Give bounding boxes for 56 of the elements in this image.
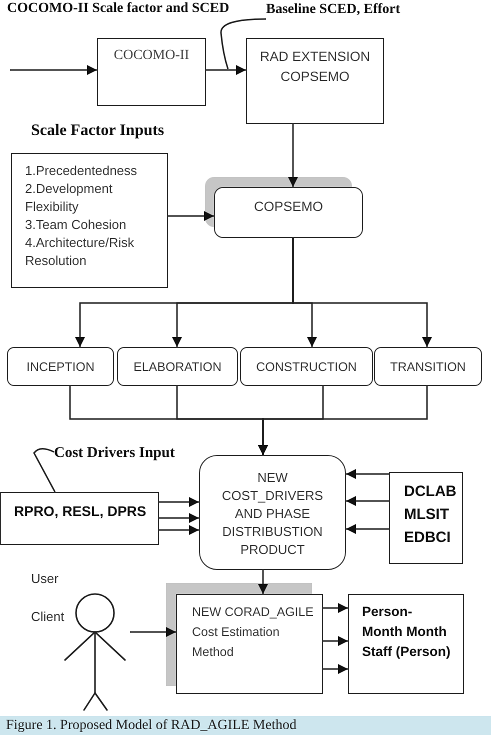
phase-box xyxy=(117,347,238,386)
role-label: Client xyxy=(31,609,64,625)
arrow xyxy=(168,211,214,221)
rounded-process-box xyxy=(199,455,346,570)
process-box xyxy=(246,38,384,124)
arrow xyxy=(288,124,298,187)
phase-box xyxy=(7,347,114,386)
arrow xyxy=(346,524,389,534)
role-label: User xyxy=(31,571,58,587)
list-item: 1.Precedentedness xyxy=(25,162,138,180)
list-item: 4.Architecture/Risk Resolution xyxy=(25,234,136,270)
arrow xyxy=(159,513,199,523)
phase-label: CONSTRUCTION xyxy=(256,358,357,374)
box-label: RPRO, RESL, DPRS xyxy=(14,502,148,521)
list-item: 2.Development Flexibility xyxy=(25,180,114,216)
arrow xyxy=(258,386,428,455)
arrow xyxy=(206,65,246,75)
output-box xyxy=(348,594,464,694)
driver-code: MLSIT xyxy=(404,505,449,525)
input-box xyxy=(0,492,159,545)
section-heading: Scale Factor Inputs xyxy=(31,121,164,141)
phase-label: TRANSITION xyxy=(390,358,466,374)
arrow xyxy=(323,664,348,674)
arrow xyxy=(323,636,348,646)
arrow xyxy=(323,603,348,613)
input-box xyxy=(389,472,463,564)
arrow xyxy=(130,627,176,637)
phase-label: ELABORATION xyxy=(134,358,222,374)
phase-box xyxy=(374,347,482,386)
phase-box xyxy=(240,347,373,386)
figure-caption: Figure 1. Proposed Model of RAD_AGILE Method xyxy=(0,716,491,735)
input-caption: Cost Drivers Input xyxy=(54,443,190,463)
arrow xyxy=(10,65,97,75)
arrow xyxy=(346,469,389,479)
phase-label: INCEPTION xyxy=(26,358,95,374)
box-label: Person- Month Month Staff (Person) xyxy=(362,603,452,661)
box-label: NEW CORAD_AGILE Cost Estimation Method xyxy=(192,604,315,661)
process-box xyxy=(176,594,323,694)
driver-code: DCLAB xyxy=(404,482,456,502)
rounded-process-box xyxy=(214,187,363,238)
driver-code: EDBCI xyxy=(404,528,451,548)
arrow xyxy=(159,525,199,535)
leader-line xyxy=(220,18,266,70)
arrow xyxy=(346,496,389,506)
box-label: NEW COST_DRIVERS AND PHASE DISTRIBUSTION PRODUCT xyxy=(220,469,324,559)
box-label: RAD EXTENSION COPSEMO xyxy=(258,48,372,86)
arrow xyxy=(292,238,432,347)
input-caption: Baseline SCED, Effort xyxy=(266,1,416,19)
leader-line xyxy=(33,448,56,492)
list-item: 3.Team Cohesion xyxy=(25,216,128,234)
arrow xyxy=(258,570,268,594)
process-box xyxy=(97,38,206,106)
box-label: COPSEMO xyxy=(254,198,323,216)
arrow xyxy=(159,497,199,507)
box-label: COCOMO-II xyxy=(114,47,190,65)
input-caption: COCOMO-II Scale factor and SCED xyxy=(7,0,230,18)
